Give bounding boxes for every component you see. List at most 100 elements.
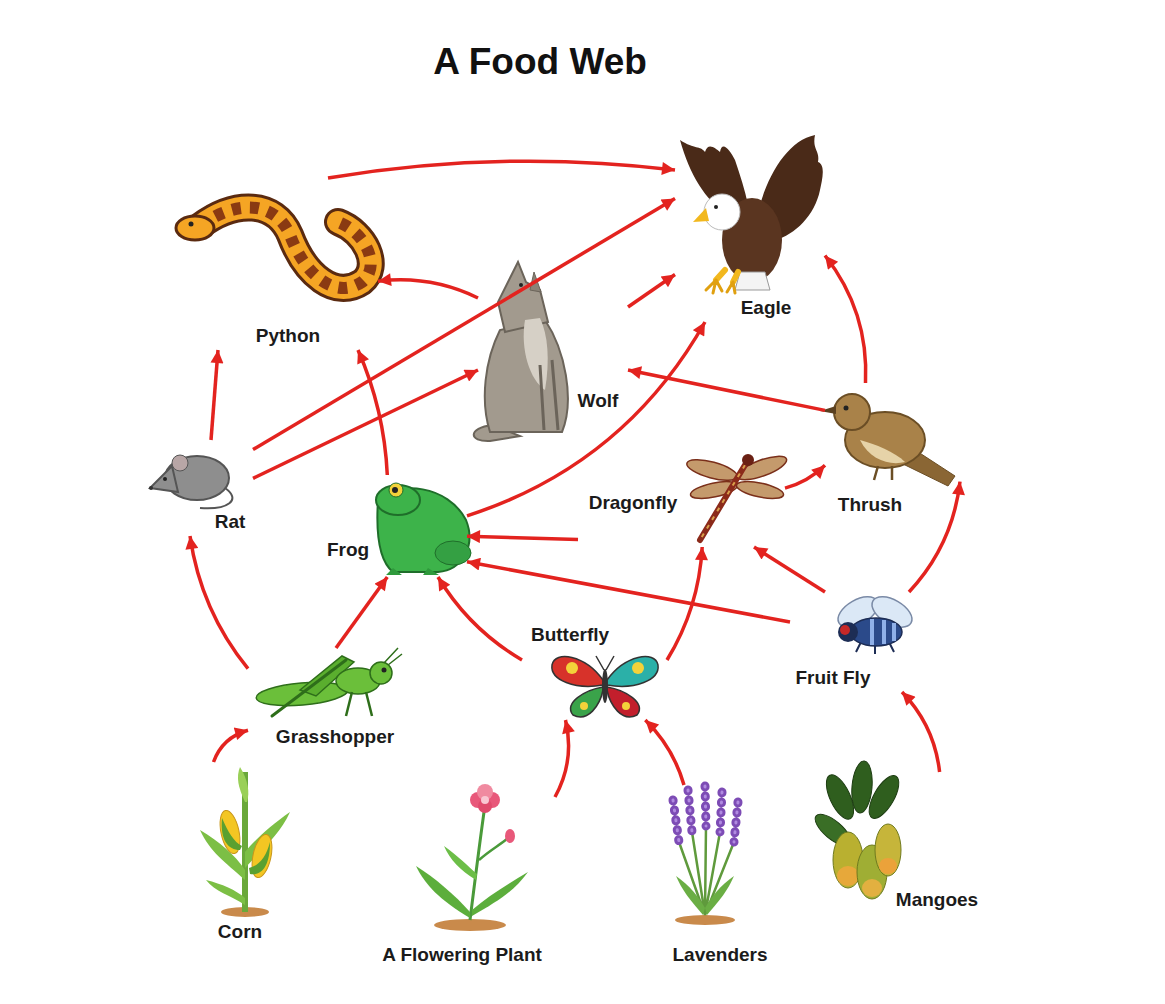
corn-picture <box>206 880 245 905</box>
python-picture <box>176 216 214 240</box>
food-arrow <box>555 720 569 797</box>
food-arrow <box>825 256 866 384</box>
food-arrow <box>467 562 790 622</box>
food-arrow <box>378 280 478 298</box>
organism-label: Corn <box>218 921 262 943</box>
grasshopper-picture <box>382 668 387 673</box>
butterfly-picture <box>580 702 588 710</box>
food-arrow <box>214 730 249 762</box>
flowering-plant-picture <box>434 919 506 931</box>
food-arrow <box>467 322 705 516</box>
food-arrow <box>909 482 960 592</box>
lavender-picture <box>705 876 734 915</box>
lavender-picture <box>675 915 735 925</box>
butterfly-picture <box>596 656 614 670</box>
mango-picture <box>837 866 859 886</box>
butterfly-picture <box>607 657 658 687</box>
frog-picture <box>389 483 403 497</box>
organism-label: Grasshopper <box>276 726 394 748</box>
food-arrow <box>667 547 702 660</box>
organism-node: Dragonfly <box>578 440 785 547</box>
organism-label: Fruit Fly <box>796 667 871 689</box>
organism-node: Frog <box>322 475 467 577</box>
organism-node: Eagle <box>675 132 825 322</box>
grasshopper-picture <box>384 648 402 665</box>
food-arrow <box>358 350 387 475</box>
butterfly-picture <box>552 657 603 687</box>
rat-picture <box>149 486 153 490</box>
food-arrow <box>336 577 387 648</box>
food-arrow <box>438 577 522 660</box>
frog-picture <box>386 568 439 575</box>
grasshopper-picture <box>272 660 346 716</box>
food-arrow <box>645 720 684 785</box>
food-arrow <box>628 370 825 410</box>
organism-label: Butterfly <box>531 624 609 646</box>
grasshopper-picture <box>255 648 402 716</box>
food-arrow <box>190 536 248 669</box>
organism-label: Frog <box>327 539 369 561</box>
butterfly-picture <box>566 662 578 674</box>
organism-label: Python <box>256 325 320 347</box>
python-picture <box>200 208 371 288</box>
organism-label: A Flowering Plant <box>382 944 542 966</box>
food-arrow <box>253 370 478 478</box>
flowering-plant-picture <box>416 784 528 931</box>
frog-picture <box>392 487 398 493</box>
dragonfly-picture <box>700 465 745 540</box>
corn-picture <box>222 818 242 850</box>
wolf-picture <box>519 283 523 287</box>
organism-node: Grasshopper <box>248 648 408 751</box>
diagram-title: A Food Web <box>0 40 1080 84</box>
python-picture <box>176 208 371 288</box>
wolf-picture <box>540 360 558 430</box>
flowering-plant-picture <box>416 866 470 918</box>
flowering-plant-picture <box>481 796 489 804</box>
dragonfly-picture <box>685 452 789 540</box>
mango-picture <box>862 879 882 897</box>
food-arrow <box>211 350 218 440</box>
lavender-picture <box>673 786 738 842</box>
lavender-picture <box>673 786 738 842</box>
corn-picture <box>249 842 270 874</box>
organism-label: Rat <box>215 511 246 533</box>
thrush-picture <box>860 440 905 463</box>
food-arrow <box>628 275 675 308</box>
eagle-picture <box>693 208 709 222</box>
flowering-plant-picture <box>472 872 528 916</box>
mango-picture <box>810 760 904 899</box>
organism-label: Wolf <box>578 390 619 412</box>
organism-node: Butterfly <box>522 620 667 720</box>
eagle-picture <box>714 205 718 209</box>
corn-picture <box>217 809 244 856</box>
thrush-picture <box>834 394 870 430</box>
food-arrow <box>467 536 578 539</box>
organism-node: Wolf <box>478 262 628 442</box>
organism-node: Thrush <box>825 383 960 520</box>
mango-picture <box>879 858 897 874</box>
organism-node: Fruit Fly <box>790 592 930 692</box>
eagle-picture <box>706 280 735 293</box>
organism-node: Python <box>178 178 378 350</box>
organism-node: Corn <box>200 762 290 947</box>
butterfly-picture <box>632 662 644 674</box>
organism-node: Rat <box>148 440 253 536</box>
rat-picture <box>163 477 167 481</box>
rat-picture <box>150 466 178 492</box>
frog-picture <box>376 483 471 575</box>
eagle-picture <box>735 272 770 290</box>
wolf-picture <box>524 318 548 390</box>
organism-label: Lavenders <box>672 944 767 966</box>
dragonfly-picture <box>685 456 739 485</box>
organism-label: Eagle <box>741 297 792 319</box>
organism-label: Mangoes <box>896 889 978 911</box>
rat-picture <box>149 455 232 508</box>
butterfly-picture <box>552 656 658 717</box>
dragonfly-picture <box>735 478 785 502</box>
butterfly-picture <box>607 687 640 717</box>
organism-node: Lavenders <box>660 785 780 969</box>
organism-label: Thrush <box>838 494 902 516</box>
